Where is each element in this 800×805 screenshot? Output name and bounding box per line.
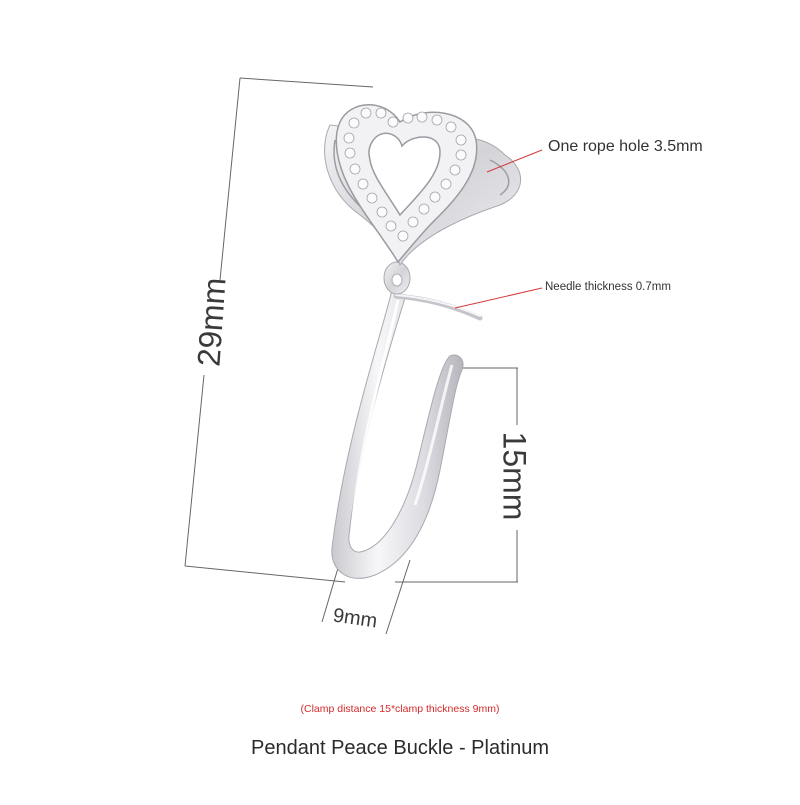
dimension-line-29mm — [184, 77, 374, 583]
product-caption: Pendant Peace Buckle - Platinum — [251, 737, 549, 759]
needle-thickness-annotation: Needle thickness 0.7mm — [545, 281, 671, 293]
clamp-hook — [331, 261, 483, 579]
clamp-note: (Clamp distance 15*clamp thickness 9mm) — [300, 703, 500, 715]
needle-leader-line — [454, 287, 543, 309]
height-dimension-label: 29mm — [190, 276, 233, 368]
rope-hole-leader-line — [486, 149, 543, 173]
rope-hole-annotation: One rope hole 3.5mm — [548, 138, 703, 155]
clamp-distance-dimension-label: 15mm — [496, 431, 533, 521]
dimension-line-9mm — [321, 559, 411, 635]
dimension-line-15mm — [395, 367, 518, 583]
heart-pendant — [324, 104, 522, 267]
